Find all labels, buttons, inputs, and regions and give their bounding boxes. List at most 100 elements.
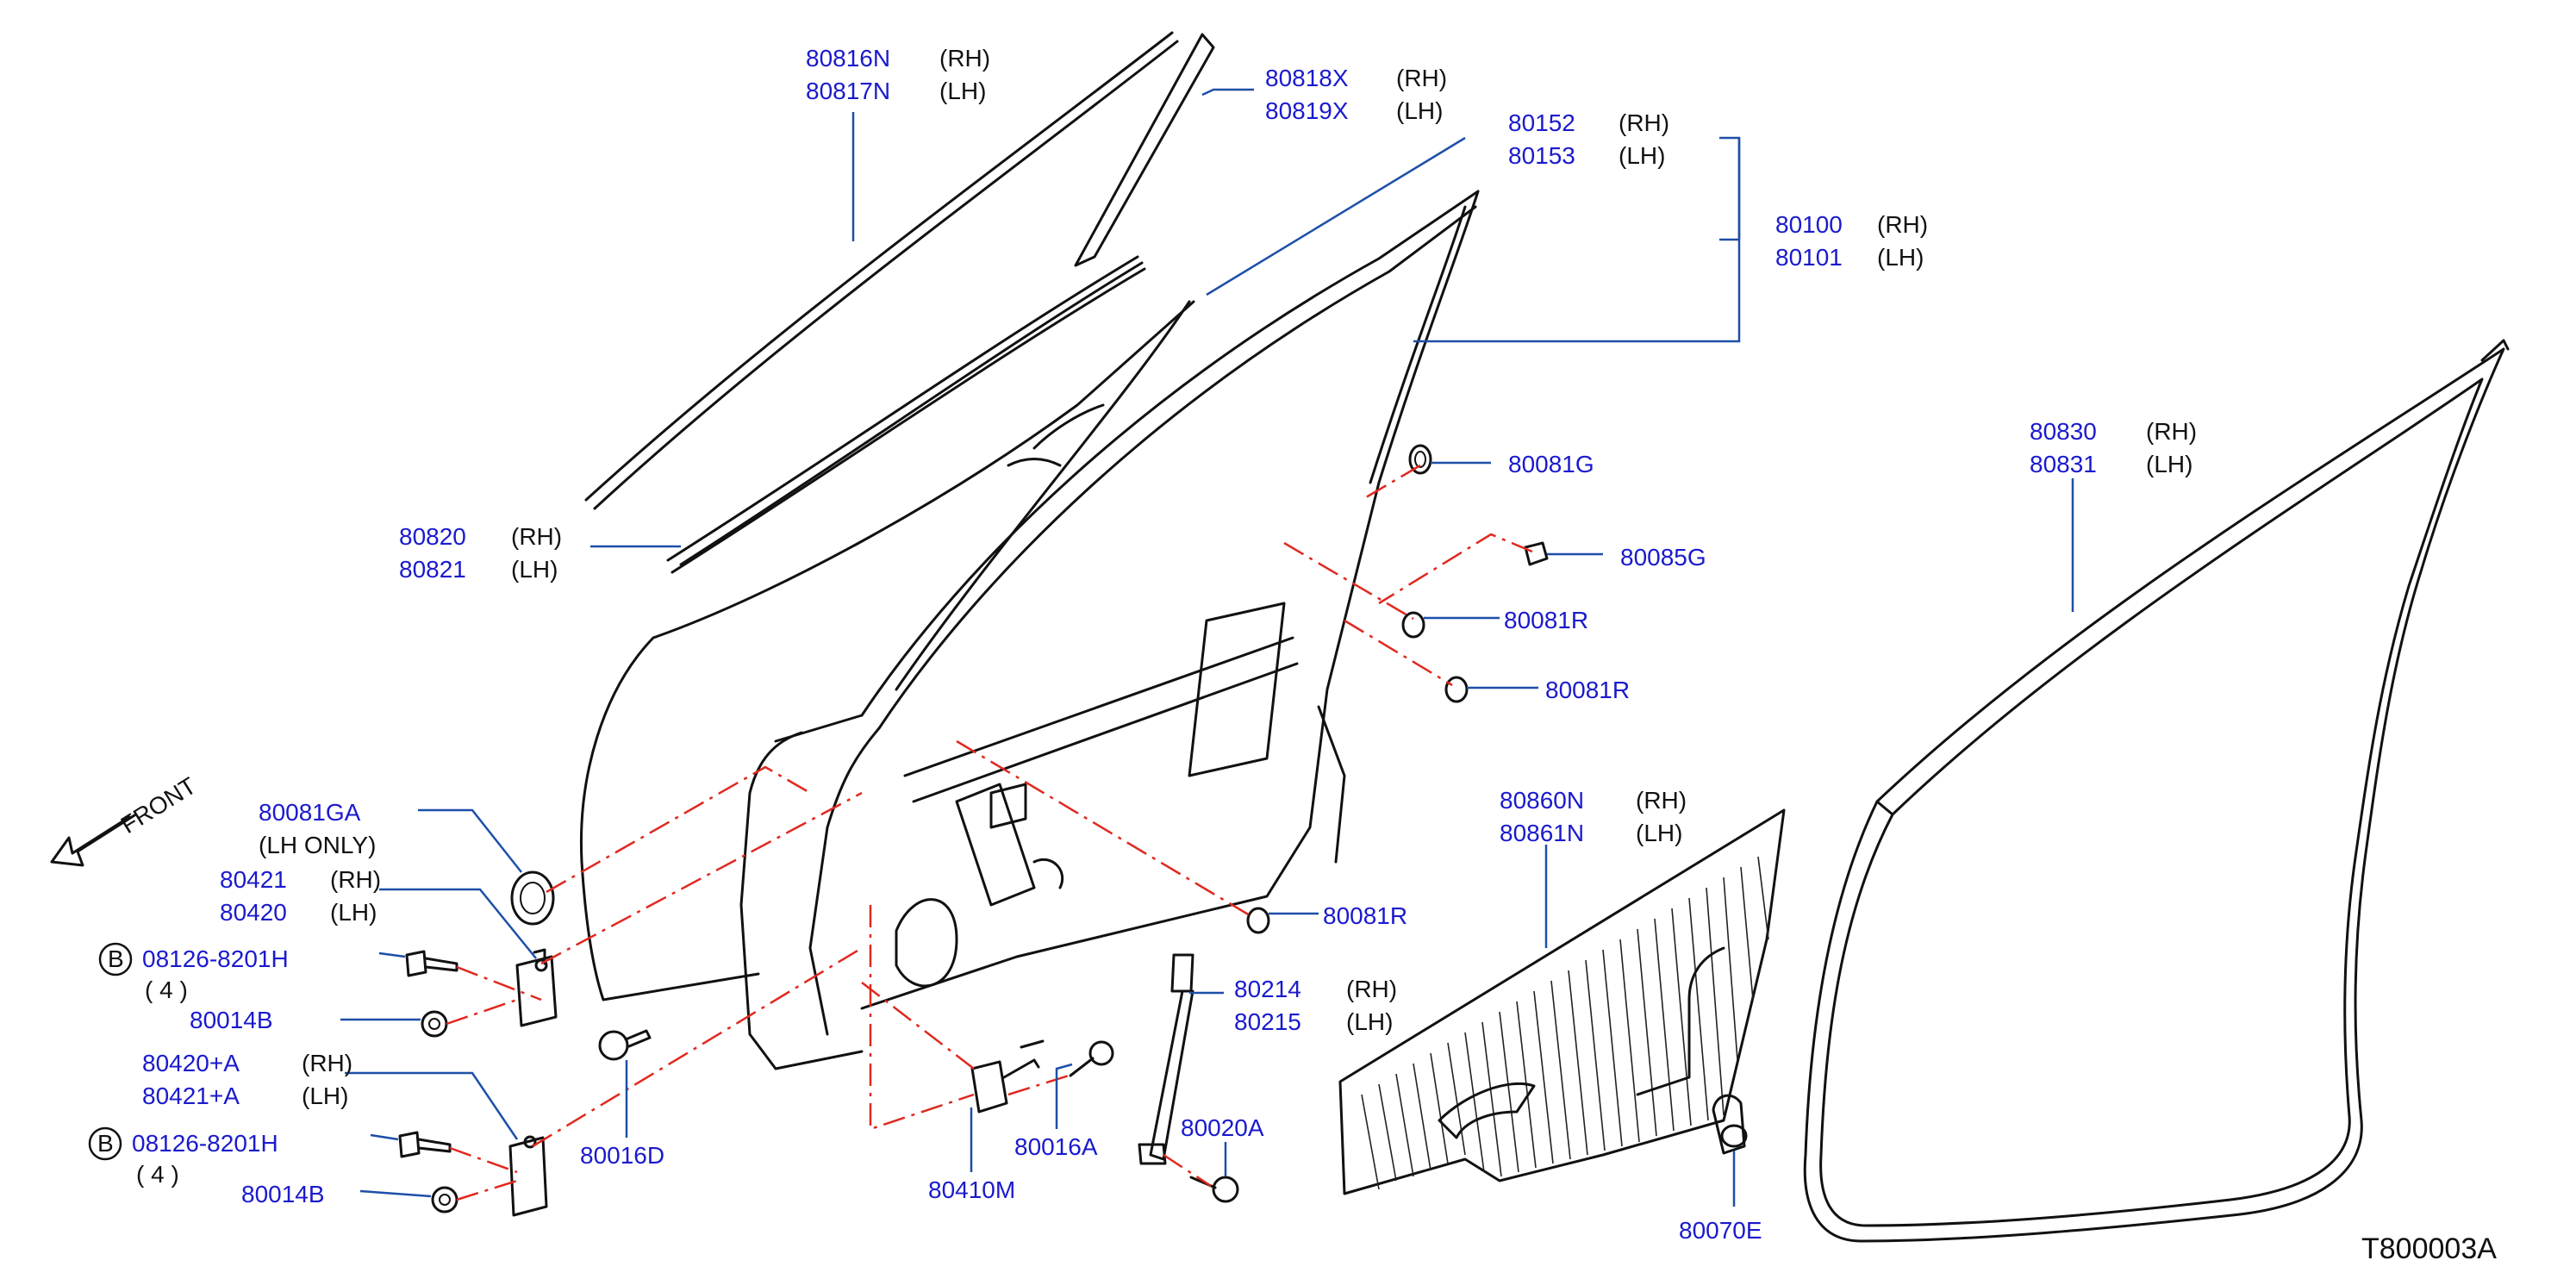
note-label: (LH ONLY) — [259, 832, 376, 858]
callout-80820: 80820 (RH) 80821 (LH) — [399, 523, 562, 583]
badge-letter: B — [97, 1130, 114, 1157]
leader-lines — [340, 88, 2074, 1207]
side-label: (LH) — [511, 556, 558, 583]
badge-circle — [88, 1126, 122, 1161]
screw-80016a — [1069, 1040, 1114, 1077]
part-number: 08126-8201H — [142, 945, 289, 972]
callout-80081r-a: 80081R — [1504, 607, 1588, 633]
plug-80081r-c — [1246, 907, 1270, 934]
side-label: (RH) — [511, 523, 562, 550]
qty-label: ( 4 ) — [136, 1161, 179, 1188]
side-label: (RH) — [1877, 211, 1928, 238]
part-number: 80215 — [1234, 1008, 1301, 1035]
part-number: 80101 — [1775, 244, 1843, 271]
callout-80070e: 80070E — [1679, 1217, 1762, 1244]
callout-08126-top: B 08126-8201H ( 4 ) — [98, 942, 289, 1003]
grommet-80081g — [1408, 444, 1432, 475]
callout-80014b-bottom: 80014B — [241, 1181, 325, 1207]
front-label: FRONT — [116, 772, 201, 839]
callout-80081r-b: 80081R — [1545, 677, 1630, 703]
part-number: 80152 — [1508, 109, 1575, 136]
grommet-80081ga — [510, 870, 555, 926]
badge-circle — [98, 942, 133, 976]
side-label: (LH) — [1636, 820, 1682, 846]
callout-80020a: 80020A — [1181, 1114, 1264, 1141]
qty-label: ( 4 ) — [145, 976, 188, 1003]
door-lock-80410m — [970, 1039, 1045, 1114]
callout-80014b-top: 80014B — [190, 1007, 273, 1033]
part-number: 80420+A — [142, 1050, 240, 1076]
part-number: 80860N — [1500, 787, 1584, 814]
callout-80410m: 80410M — [928, 1176, 1015, 1203]
sash-cover — [1074, 33, 1215, 267]
bolt-80020a — [1189, 1176, 1239, 1203]
side-label: (RH) — [1636, 787, 1687, 814]
callout-80016a: 80016A — [1014, 1133, 1098, 1160]
part-number: 80153 — [1508, 142, 1575, 169]
part-number: 80214 — [1234, 976, 1301, 1002]
callout-80081r-c: 80081R — [1323, 902, 1407, 929]
bolt-bottom — [398, 1131, 452, 1158]
plug-80081r-a — [1401, 611, 1425, 639]
part-number: 80420 — [220, 899, 287, 926]
door-outer-panel — [579, 300, 1195, 1001]
nut-bottom — [431, 1186, 458, 1213]
callout-08126-bottom: B 08126-8201H ( 4 ) — [88, 1126, 278, 1188]
part-number: 80421 — [220, 866, 287, 893]
part-number: 80821 — [399, 556, 466, 583]
part-number: 80100 — [1775, 211, 1843, 238]
part-number: 08126-8201H — [132, 1130, 278, 1157]
clip-80070e — [1712, 1094, 1748, 1155]
door-frame — [739, 190, 1480, 1070]
side-label: (LH) — [1396, 97, 1443, 124]
side-label: (RH) — [330, 866, 381, 893]
callout-80016d: 80016D — [580, 1142, 664, 1169]
side-label: (RH) — [1619, 109, 1669, 136]
badge-letter: B — [108, 945, 124, 972]
side-label: (RH) — [1396, 65, 1447, 91]
glass-run — [895, 300, 1191, 691]
side-label: (RH) — [302, 1050, 352, 1076]
part-number: 80081GA — [259, 799, 361, 826]
callout-80214: 80214 (RH) 80215 (LH) — [1234, 976, 1397, 1035]
callout-80830: 80830 (RH) 80831 (LH) — [2030, 418, 2197, 477]
part-number: 80421+A — [142, 1082, 240, 1109]
part-number: 80830 — [2030, 418, 2097, 445]
side-label: (RH) — [939, 45, 990, 72]
callout-80081g: 80081G — [1508, 451, 1594, 477]
inner-weatherstrip — [666, 255, 1146, 574]
side-label: (LH) — [939, 78, 986, 104]
callout-80816n: 80816N (RH) 80817N (LH) — [806, 45, 990, 104]
callout-80100: 80100 (RH) 80101 (LH) — [1775, 211, 1928, 271]
side-label: (LH) — [1877, 244, 1924, 271]
sealing-screen — [1338, 808, 1786, 1195]
plug-80081r-b — [1444, 676, 1469, 703]
lower-hinge — [508, 1135, 548, 1217]
side-label: (RH) — [2146, 418, 2197, 445]
nut-top — [421, 1010, 448, 1038]
part-number: 80816N — [806, 45, 890, 72]
side-label: (LH) — [330, 899, 377, 926]
callout-80420a: 80420+A (RH) 80421+A (LH) — [142, 1050, 352, 1109]
part-number: 80861N — [1500, 820, 1584, 846]
side-label: (LH) — [302, 1082, 348, 1109]
part-number: 80831 — [2030, 451, 2097, 477]
clip-80085g — [1524, 541, 1549, 566]
callout-80152: 80152 (RH) 80153 (LH) — [1508, 109, 1669, 169]
side-label: (LH) — [1619, 142, 1665, 169]
bolt-80016d — [598, 1029, 652, 1061]
callout-80081ga: 80081GA (LH ONLY) — [259, 799, 376, 858]
centerlines — [446, 464, 1533, 1201]
part-number: 80820 — [399, 523, 466, 550]
outer-window-moulding — [584, 31, 1179, 510]
side-label: (LH) — [2146, 451, 2192, 477]
diagram-id: T800003A — [2361, 1232, 2497, 1265]
callout-80421: 80421 (RH) 80420 (LH) — [220, 866, 381, 926]
check-link — [1138, 953, 1194, 1165]
upper-hinge — [515, 948, 558, 1027]
part-number: 80818X — [1265, 65, 1349, 91]
callout-80860n: 80860N (RH) 80861N (LH) — [1500, 787, 1687, 846]
part-number: 80817N — [806, 78, 890, 104]
side-label: (RH) — [1346, 976, 1397, 1002]
